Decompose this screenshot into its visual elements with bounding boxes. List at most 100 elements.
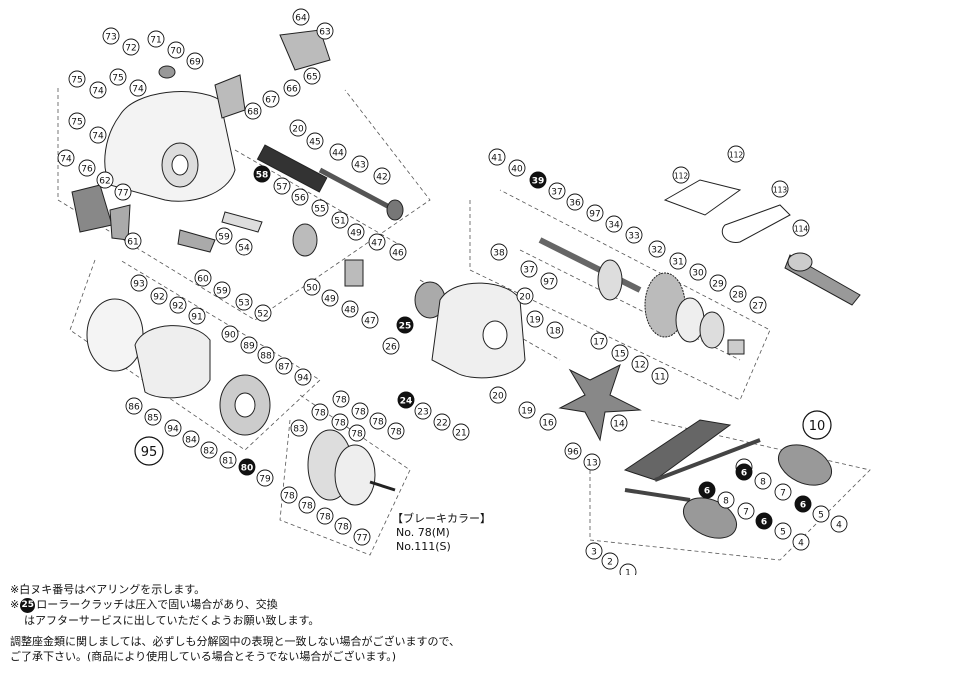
left-cover-body bbox=[134, 325, 211, 399]
part-callout-26: 26 bbox=[382, 337, 400, 355]
callout-circle bbox=[240, 336, 258, 354]
callout-circle bbox=[292, 8, 310, 26]
callout-number: 12 bbox=[634, 360, 645, 370]
part-callout-82: 82 bbox=[200, 441, 218, 459]
left-cover-disc bbox=[86, 298, 144, 372]
callout-circle bbox=[729, 285, 747, 303]
callout-number: 53 bbox=[238, 298, 249, 308]
callout-number: 113 bbox=[773, 185, 788, 194]
part-callout-20: 20 bbox=[516, 287, 534, 305]
callout-circle bbox=[396, 316, 414, 334]
callout-number: 63 bbox=[319, 27, 330, 37]
callout-number: 49 bbox=[350, 228, 362, 238]
part-callout-76: 76 bbox=[78, 159, 96, 177]
callout-number: 5 bbox=[818, 510, 824, 520]
group-label-layer: 95 10 bbox=[134, 410, 832, 466]
part-callout-64: 64 bbox=[292, 8, 310, 26]
callout-circle bbox=[755, 512, 773, 530]
callout-number: 114 bbox=[794, 224, 809, 233]
part-callout-55: 55 bbox=[311, 199, 329, 217]
callout-circle bbox=[254, 304, 272, 322]
callout-number: 56 bbox=[294, 193, 306, 203]
callout-circle bbox=[164, 419, 182, 437]
part-callout-36: 36 bbox=[566, 193, 584, 211]
handle-shaft-2 bbox=[624, 488, 691, 502]
part-callout-91: 91 bbox=[188, 307, 206, 325]
part-callout-78: 78 bbox=[332, 390, 350, 408]
group-label-95: 95 bbox=[134, 436, 164, 466]
part-callout-87: 87 bbox=[275, 357, 293, 375]
callout-circle bbox=[329, 143, 347, 161]
part-callout-14: 14 bbox=[610, 414, 628, 432]
callout-circle bbox=[169, 296, 187, 314]
part-callout-20: 20 bbox=[489, 386, 507, 404]
part-callout-113: 113 bbox=[771, 180, 789, 198]
part-callout-65: 65 bbox=[303, 67, 321, 85]
part-callout-85: 85 bbox=[144, 408, 162, 426]
part-callout-45: 45 bbox=[306, 132, 324, 150]
callout-number: 59 bbox=[216, 286, 228, 296]
part-callout-75: 75 bbox=[68, 112, 86, 130]
callout-number: 44 bbox=[332, 148, 344, 158]
knob-70 bbox=[158, 65, 176, 79]
callout-number: 32 bbox=[651, 245, 662, 255]
callout-circle bbox=[651, 367, 669, 385]
part-callout-62: 62 bbox=[96, 171, 114, 189]
part-callout-25: 25 bbox=[396, 316, 414, 334]
callout-number: 83 bbox=[293, 424, 304, 434]
callout-number: 74 bbox=[60, 154, 72, 164]
brake-color-box: 【ブレーキカラー】 No. 78(M) No.111(S) bbox=[392, 512, 491, 554]
part-callout-72: 72 bbox=[122, 38, 140, 56]
part-callout-19: 19 bbox=[518, 401, 536, 419]
callout-circle bbox=[619, 563, 637, 575]
part-callout-44: 44 bbox=[329, 143, 347, 161]
group-label-10: 10 bbox=[802, 410, 832, 440]
clutch-lever bbox=[109, 204, 131, 241]
callout-circle bbox=[182, 430, 200, 448]
callout-circle bbox=[334, 517, 352, 535]
callout-circle bbox=[672, 166, 690, 184]
callout-circle bbox=[754, 472, 772, 490]
part-callout-94: 94 bbox=[164, 419, 182, 437]
handle-shaft-1 bbox=[654, 438, 761, 482]
callout-circle bbox=[387, 422, 405, 440]
callout-circle bbox=[280, 486, 298, 504]
group-label-number: 10 bbox=[809, 419, 826, 434]
callout-circle bbox=[68, 70, 86, 88]
part-callout-48: 48 bbox=[341, 300, 359, 318]
part-callout-22: 22 bbox=[433, 413, 451, 431]
callout-number: 46 bbox=[392, 248, 404, 258]
part-callout-28: 28 bbox=[729, 285, 747, 303]
callout-number: 4 bbox=[836, 520, 842, 530]
callout-number: 6 bbox=[704, 486, 710, 496]
callout-circle bbox=[290, 419, 308, 437]
callout-circle bbox=[306, 132, 324, 150]
brake-color-line-2: No.111(S) bbox=[396, 540, 451, 553]
part-callout-93: 93 bbox=[130, 274, 148, 292]
callout-circle bbox=[253, 165, 271, 183]
callout-number: 90 bbox=[224, 330, 236, 340]
callout-circle bbox=[129, 79, 147, 97]
brake-plate-inner bbox=[234, 392, 256, 418]
part-callout-88: 88 bbox=[257, 346, 275, 364]
callout-circle bbox=[353, 528, 371, 546]
callout-circle bbox=[96, 171, 114, 189]
part-callout-19: 19 bbox=[526, 310, 544, 328]
callout-number: 82 bbox=[203, 446, 214, 456]
bearing-note: ※白ヌキ番号はベアリングを示します。 bbox=[10, 583, 206, 596]
callout-circle bbox=[130, 274, 148, 292]
callout-number: 6 bbox=[761, 517, 767, 527]
part-callout-17: 17 bbox=[590, 332, 608, 350]
callout-circle bbox=[235, 293, 253, 311]
callout-number: 97 bbox=[543, 277, 554, 287]
callout-circle bbox=[792, 219, 810, 237]
callout-circle bbox=[488, 148, 506, 166]
callout-number: 28 bbox=[732, 290, 744, 300]
part-callout-77: 77 bbox=[114, 183, 132, 201]
callout-circle bbox=[262, 90, 280, 108]
part-callout-27: 27 bbox=[749, 296, 767, 314]
part-callout-75: 75 bbox=[109, 68, 127, 86]
part-callout-20: 20 bbox=[289, 119, 307, 137]
part-callout-13: 13 bbox=[583, 453, 601, 471]
callout-number: 7 bbox=[780, 488, 786, 498]
